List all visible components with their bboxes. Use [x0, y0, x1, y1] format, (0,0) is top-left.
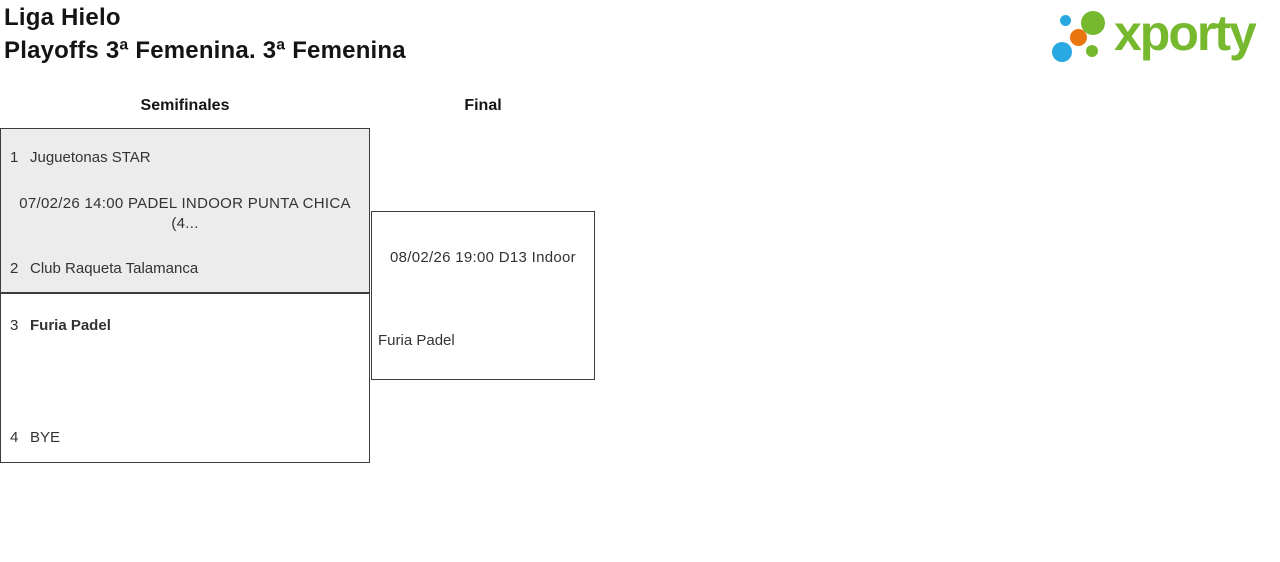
match-semifinal-1[interactable]: 1 Juguetonas STAR 07/02/26 14:00 PADEL I…	[0, 128, 370, 293]
team-row[interactable]: Furia Padel	[378, 332, 588, 349]
team-row[interactable]: 4 BYE	[10, 429, 363, 446]
team-name: Juguetonas STAR	[30, 149, 151, 166]
xporty-logo[interactable]: xporty	[1050, 0, 1280, 78]
match-schedule: 07/02/26 14:00 PADEL INDOOR PUNTA CHICA …	[1, 194, 369, 234]
logo-dot-blue-small-icon	[1060, 15, 1071, 26]
page-subtitle: Playoffs 3ª Femenina. 3ª Femenina	[4, 37, 406, 64]
match-final[interactable]: 08/02/26 19:00 D13 Indoor Furia Padel	[371, 211, 595, 380]
team-name: Club Raqueta Talamanca	[30, 260, 199, 277]
logo-wordmark: xporty	[1114, 5, 1257, 61]
page-title: Liga Hielo	[4, 4, 121, 31]
match-schedule: 08/02/26 19:00 D13 Indoor	[390, 249, 576, 266]
team-seed: 3	[10, 317, 19, 334]
round-header-final: Final	[464, 97, 502, 114]
match-semifinal-2[interactable]: 3 Furia Padel 4 BYE	[0, 293, 370, 463]
round-header-semifinales: Semifinales	[140, 97, 230, 114]
team-row[interactable]: 2 Club Raqueta Talamanca	[10, 260, 363, 277]
match-schedule-line1: 07/02/26 14:00 PADEL INDOOR PUNTA CHICA	[19, 195, 351, 212]
logo-dot-blue-large-icon	[1052, 42, 1072, 62]
logo-dot-green-large-icon	[1081, 11, 1105, 35]
logo-dot-green-small-icon	[1086, 45, 1098, 57]
team-seed: 4	[10, 429, 19, 446]
team-name: Furia Padel	[378, 332, 455, 349]
team-row[interactable]: 3 Furia Padel	[10, 317, 363, 334]
team-row[interactable]: 1 Juguetonas STAR	[10, 149, 363, 166]
team-seed: 1	[10, 149, 19, 166]
logo-dot-orange-icon	[1070, 29, 1087, 46]
team-name: BYE	[30, 429, 61, 446]
team-name: Furia Padel	[30, 317, 111, 334]
team-seed: 2	[10, 260, 19, 277]
match-schedule-line2: (4...	[171, 215, 199, 232]
